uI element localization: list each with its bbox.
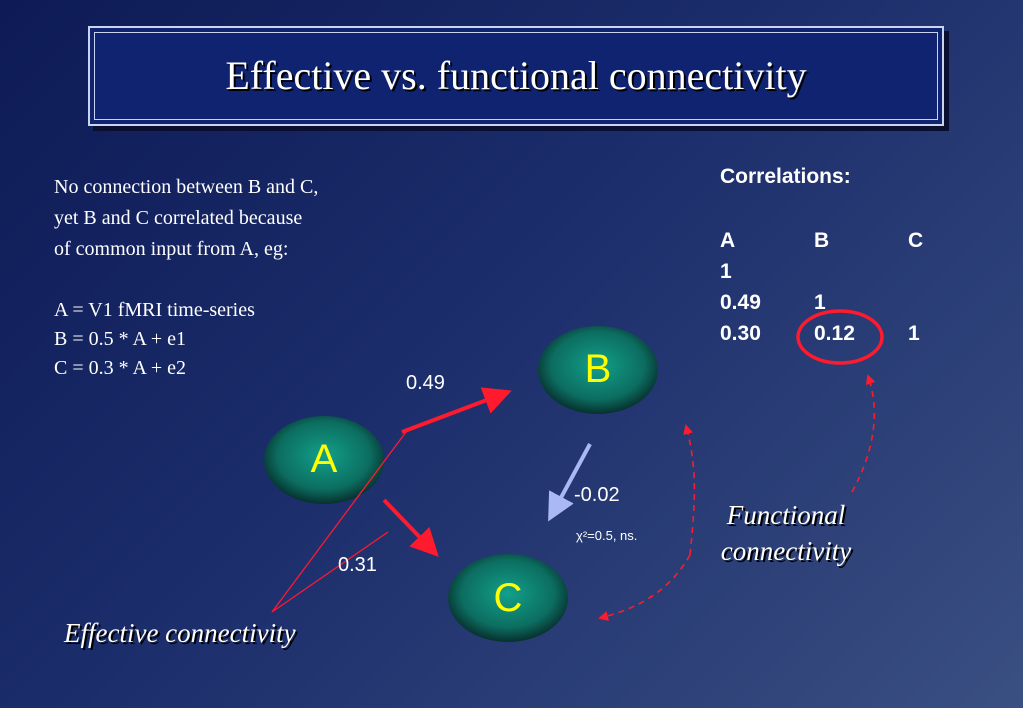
description: No connection between B and C, yet B and… xyxy=(54,172,454,265)
node-a xyxy=(264,416,384,504)
description-line: No connection between B and C, xyxy=(54,176,319,198)
edge-ab-value: 0.49 xyxy=(406,372,445,394)
slide-title: Effective vs. functional connectivity xyxy=(225,53,807,98)
dashed-arrow-lower xyxy=(598,554,691,621)
dashed-arrow-right xyxy=(851,374,876,493)
functional-caption-line2: connectivity xyxy=(720,536,852,566)
arrow-a-to-b xyxy=(401,387,512,434)
corr-cell-r1c0: 0.49 xyxy=(720,291,761,314)
node-b-label: B xyxy=(584,347,612,391)
equation-c: C = 0.3 * A + e2 xyxy=(54,357,187,379)
corr-header-a: A xyxy=(720,229,736,252)
arrow-a-to-c xyxy=(382,498,439,557)
node-a-label: A xyxy=(310,437,338,481)
node-b xyxy=(538,326,658,414)
node-c-label: C xyxy=(493,576,523,620)
pointer-line-ab xyxy=(271,431,407,613)
edge-bc-value: -0.02 xyxy=(574,484,620,506)
description-line: of common input from A, eg: xyxy=(54,238,289,260)
edge-ac-value: 0.31 xyxy=(338,554,377,576)
functional-caption: Functional connectivity xyxy=(706,497,866,569)
equations: A = V1 fMRI time-series B = 0.5 * A + e1… xyxy=(54,296,255,383)
corr-cell-r0c0: 1 xyxy=(720,260,732,283)
equation-b: B = 0.5 * A + e1 xyxy=(54,328,187,350)
functional-caption-line1: Functional xyxy=(726,500,846,530)
corr-cell-r2c2: 1 xyxy=(908,322,920,345)
effective-caption: Effective connectivity xyxy=(64,618,296,648)
description-line: yet B and C correlated because xyxy=(54,207,303,229)
pointer-line-ac xyxy=(271,531,389,613)
highlight-ring xyxy=(796,309,884,365)
correlations-title: Correlations: xyxy=(720,165,851,188)
dashed-arrow-left xyxy=(683,424,696,556)
corr-cell-r1c1: 1 xyxy=(814,291,826,314)
corr-header-b: B xyxy=(814,229,830,252)
corr-cell-r2c1: 0.12 xyxy=(814,322,855,345)
title-box: Effective vs. functional connectivity xyxy=(88,26,944,126)
arrow-b-to-c xyxy=(548,443,592,522)
node-c xyxy=(448,554,568,642)
chi-square-note: χ²=0.5, ns. xyxy=(576,528,638,543)
corr-header-c: C xyxy=(908,229,924,252)
equation-a: A = V1 fMRI time-series xyxy=(54,299,255,321)
corr-cell-r2c0: 0.30 xyxy=(720,322,761,345)
